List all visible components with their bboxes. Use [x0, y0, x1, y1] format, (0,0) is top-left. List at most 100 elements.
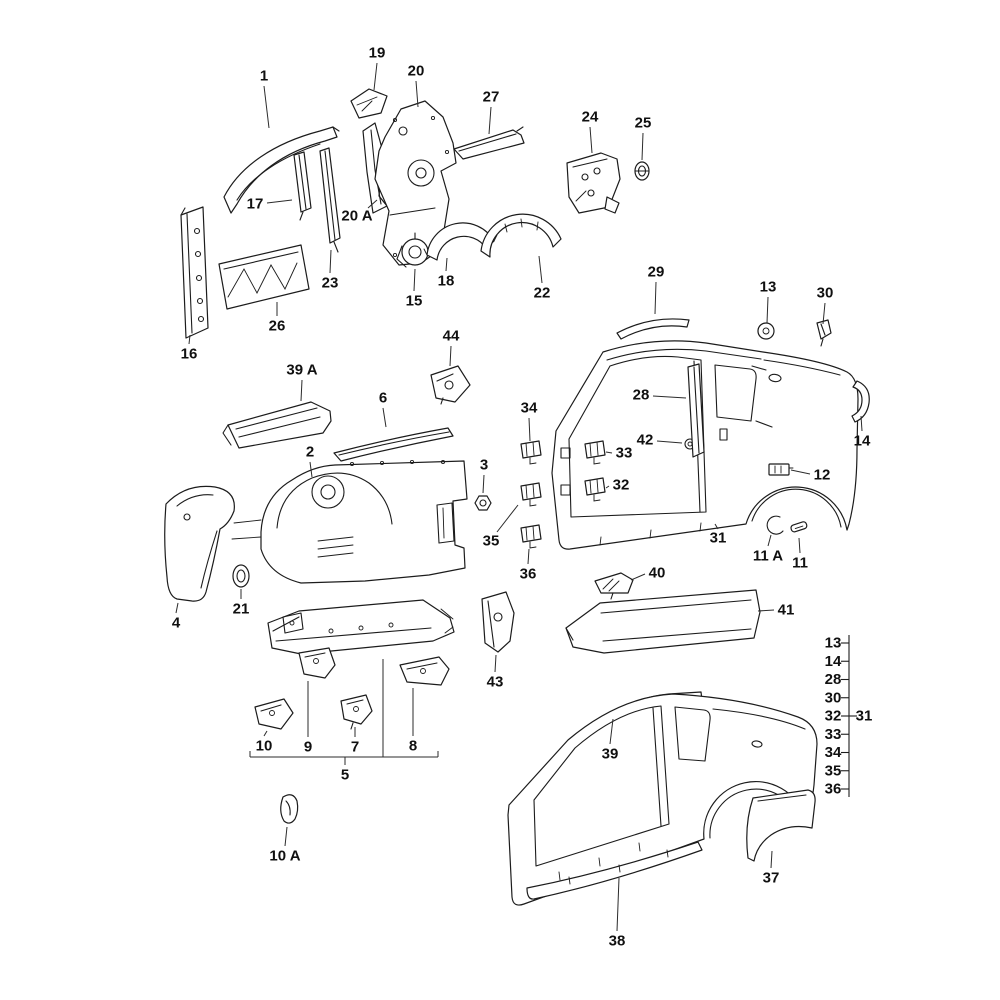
part-label-28: 28	[633, 387, 650, 404]
part-24-rear-panel-piece	[566, 152, 621, 214]
leader-line-35	[496, 504, 519, 533]
diagram-stroke	[340, 694, 373, 725]
diagram-stroke	[222, 424, 232, 446]
diagram-stroke	[420, 668, 426, 674]
diagram-stroke	[516, 126, 524, 132]
leader-line-19	[373, 62, 378, 91]
part-label-19: 19	[369, 45, 386, 62]
diagram-stroke	[328, 628, 334, 634]
part-21-grommet	[232, 564, 250, 588]
diagram-stroke	[276, 472, 393, 529]
part-label-21: 21	[233, 601, 250, 618]
part-label-5: 5	[341, 767, 349, 784]
diagram-stroke	[714, 364, 757, 422]
diagram-stroke	[299, 211, 304, 221]
leader-line-20	[415, 80, 419, 108]
leader-line-11	[798, 537, 801, 554]
leader-line-40	[630, 573, 646, 581]
part-label-9: 9	[304, 739, 312, 756]
diagram-stroke	[526, 841, 703, 900]
diagram-stroke	[712, 708, 806, 730]
part-34-clip	[520, 440, 542, 465]
part-10a-pad	[280, 794, 299, 824]
diagram-stroke	[407, 159, 435, 187]
upper-body-side-panel	[551, 340, 859, 550]
leader-line-23	[329, 249, 332, 274]
part-27-rail-strip	[453, 126, 525, 160]
part-label-1: 1	[260, 68, 268, 85]
leader-line-24	[589, 126, 593, 154]
part-18-wheel-arch-inner	[423, 222, 498, 261]
part-7-bracket	[340, 694, 373, 730]
diagram-stroke	[218, 244, 310, 310]
diagram-stroke	[487, 600, 495, 648]
diagram-stroke	[763, 359, 841, 376]
ref-item-28: 28	[825, 671, 842, 688]
diagram-stroke	[444, 149, 450, 155]
leader-line-42	[656, 440, 683, 444]
diagram-stroke	[851, 380, 870, 423]
diagram-stroke	[757, 794, 807, 802]
leader-line-6	[382, 407, 387, 428]
leader-line-10	[263, 730, 268, 737]
diagram-stroke	[399, 656, 450, 686]
part-label-38: 38	[609, 933, 626, 950]
diagram-stroke	[568, 355, 707, 518]
diagram-stroke	[533, 705, 670, 867]
diagram-stroke	[560, 447, 571, 459]
leader-line-43	[494, 654, 497, 673]
diagram-stroke	[504, 223, 508, 233]
diagram-stroke	[346, 699, 364, 705]
diagram-stroke	[389, 207, 436, 216]
diagram-stroke	[423, 248, 428, 256]
leader-line-3	[482, 474, 485, 494]
part-40-bracket	[594, 572, 634, 600]
part-26-reinforcement-plate	[218, 244, 310, 310]
leader-line-11a	[767, 534, 772, 547]
part-4-cowl-side-panel	[164, 485, 262, 602]
leader-line-38	[616, 877, 620, 932]
diagram-stroke	[581, 173, 589, 181]
leader-line-27	[488, 106, 492, 135]
diagram-stroke	[227, 262, 298, 298]
part-label-20a: 20 A	[341, 208, 372, 225]
diagram-stroke	[430, 115, 436, 121]
diagram-stroke	[790, 521, 808, 533]
part-label-27: 27	[483, 89, 500, 106]
diagram-stroke	[317, 552, 354, 558]
diagram-stroke	[587, 189, 595, 197]
diagram-stroke	[408, 245, 422, 259]
part-label-11: 11	[792, 555, 808, 572]
part-label-12: 12	[814, 467, 831, 484]
diagram-stroke	[436, 373, 454, 382]
part-label-16: 16	[181, 346, 198, 363]
part-label-22: 22	[534, 285, 551, 302]
part-label-32: 32	[613, 477, 630, 494]
diagram-stroke	[320, 484, 336, 500]
diagram-stroke	[409, 459, 415, 465]
diagram-stroke	[353, 706, 359, 712]
diagram-stroke	[186, 213, 193, 334]
diagram-stroke	[602, 578, 614, 590]
part-label-44: 44	[443, 328, 460, 345]
part-10-bracket	[254, 698, 294, 730]
part-label-25: 25	[635, 115, 652, 132]
leader-line-30	[822, 302, 826, 325]
part-label-33: 33	[616, 445, 633, 462]
part-25-grommet	[634, 161, 650, 181]
diagram-stroke	[392, 252, 398, 258]
diagram-stroke	[332, 126, 340, 132]
diagram-stroke	[480, 213, 562, 258]
diagram-stroke	[610, 592, 614, 600]
part-label-30: 30	[817, 285, 834, 302]
part-23-pillar-strip	[319, 147, 341, 253]
diagram-stroke	[481, 591, 515, 653]
diagram-stroke	[289, 620, 295, 626]
diagram-stroke	[361, 100, 373, 112]
diagram-stroke	[762, 327, 770, 335]
diagram-stroke	[392, 117, 398, 123]
diagram-stroke	[233, 519, 262, 524]
lower-body-side-panel	[507, 693, 818, 906]
